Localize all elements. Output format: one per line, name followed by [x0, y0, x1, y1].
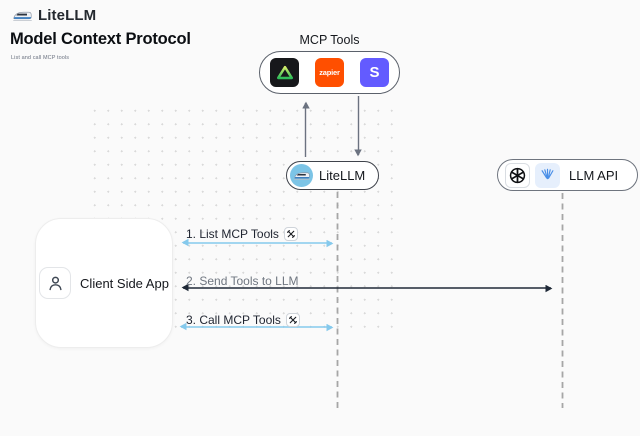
- litellm-node: LiteLLM: [286, 161, 379, 190]
- litellm-train-icon: [290, 164, 313, 187]
- client-node-label: Client Side App: [80, 275, 169, 291]
- stripe-icon: S: [360, 58, 389, 87]
- zapier-wordmark: zapier: [319, 68, 340, 77]
- stripe-letter: S: [369, 64, 380, 81]
- llm-api-node: LLM API: [497, 159, 638, 191]
- step-3-label: 3. Call MCP Tools: [186, 313, 281, 327]
- step-2-label: 2. Send Tools to LLM: [186, 274, 299, 288]
- llm-provider-icon: [535, 162, 560, 188]
- mcp-tools-label: MCP Tools: [299, 33, 360, 47]
- step-3-label-row: 3. Call MCP Tools: [186, 313, 300, 327]
- green-triangle-icon: [270, 58, 299, 87]
- crossed-tools-icon: [285, 313, 300, 327]
- step-2-label-row: 2. Send Tools to LLM: [186, 274, 299, 288]
- zapier-icon: zapier: [315, 58, 344, 87]
- mcp-tools-node: zapier S: [259, 51, 400, 94]
- brand: LiteLLM: [13, 7, 96, 24]
- brand-name: LiteLLM: [38, 7, 97, 24]
- litellm-node-label: LiteLLM: [319, 168, 366, 183]
- llm-api-node-label: LLM API: [569, 167, 619, 183]
- client-side-app-node: Client Side App: [35, 218, 173, 348]
- train-icon: [13, 10, 32, 22]
- user-icon: [39, 267, 72, 299]
- openai-icon: [505, 162, 530, 188]
- crossed-tools-icon: [283, 227, 298, 241]
- step-1-label-row: 1. List MCP Tools: [186, 227, 298, 241]
- page-subtitle: List and call MCP tools: [11, 55, 70, 61]
- step-1-label: 1. List MCP Tools: [186, 227, 279, 241]
- page-title: Model Context Protocol: [10, 30, 191, 48]
